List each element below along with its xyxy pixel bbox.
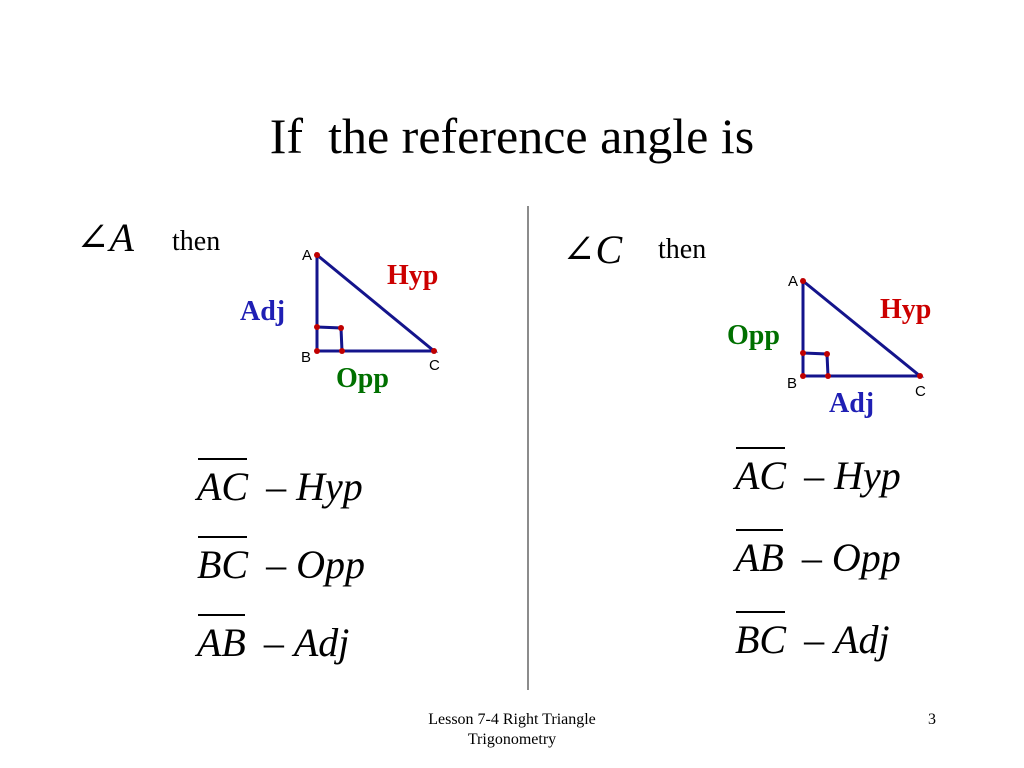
role-label: Hyp	[296, 464, 363, 509]
dash: –	[804, 453, 825, 498]
segment-label: AC	[735, 447, 787, 498]
dash: –	[266, 464, 287, 509]
left-equation-2: BC–Opp	[197, 536, 366, 589]
dash: –	[266, 542, 287, 587]
role-label: Hyp	[834, 453, 901, 498]
segment-label: AB	[197, 614, 246, 665]
segment-label: AC	[197, 458, 249, 509]
left-vertex-c: C	[429, 357, 440, 374]
dash: –	[804, 617, 825, 662]
left-vertex-a: A	[302, 247, 313, 264]
left-opp-label: Opp	[336, 363, 389, 394]
role-label: Opp	[831, 535, 901, 580]
left-vertex-b: B	[301, 349, 312, 366]
footer-line-2: Trigonometry	[467, 731, 557, 748]
role-label: Adj	[834, 617, 890, 662]
right-adj-label: Adj	[829, 388, 875, 419]
slide-title: If the reference angle is	[269, 108, 755, 164]
role-label: Adj	[293, 620, 350, 665]
footer-line-1: Lesson 7-4 Right Triangle	[428, 711, 596, 728]
right-opp-label: Opp	[727, 320, 780, 351]
role-label: Opp	[296, 542, 366, 587]
right-vertex-c: C	[915, 383, 926, 400]
dash: –	[263, 620, 284, 665]
left-then-text: then	[172, 226, 221, 257]
right-equation-2: AB–Opp	[735, 529, 901, 582]
slide-footer: Lesson 7-4 Right Triangle Trigonometry	[352, 710, 672, 750]
right-hyp-label: Hyp	[880, 294, 932, 325]
left-angle-label: ∠A	[76, 215, 134, 260]
left-equation-3: AB–Adj	[197, 614, 350, 667]
left-equation-1: AC–Hyp	[197, 458, 363, 511]
right-vertex-b: B	[787, 375, 798, 392]
right-vertex-a: A	[788, 273, 799, 290]
column-divider	[527, 206, 529, 690]
left-adj-label: Adj	[240, 296, 286, 327]
right-equation-1: AC–Hyp	[735, 447, 901, 500]
right-angle-label: ∠C	[562, 227, 623, 272]
segment-label: BC	[197, 536, 249, 587]
left-hyp-label: Hyp	[387, 260, 439, 291]
segment-label: BC	[735, 611, 787, 662]
right-equation-3: BC–Adj	[735, 611, 890, 664]
page-number: 3	[928, 711, 936, 728]
right-then-text: then	[658, 234, 707, 265]
segment-label: AB	[735, 529, 784, 580]
dash: –	[801, 535, 822, 580]
